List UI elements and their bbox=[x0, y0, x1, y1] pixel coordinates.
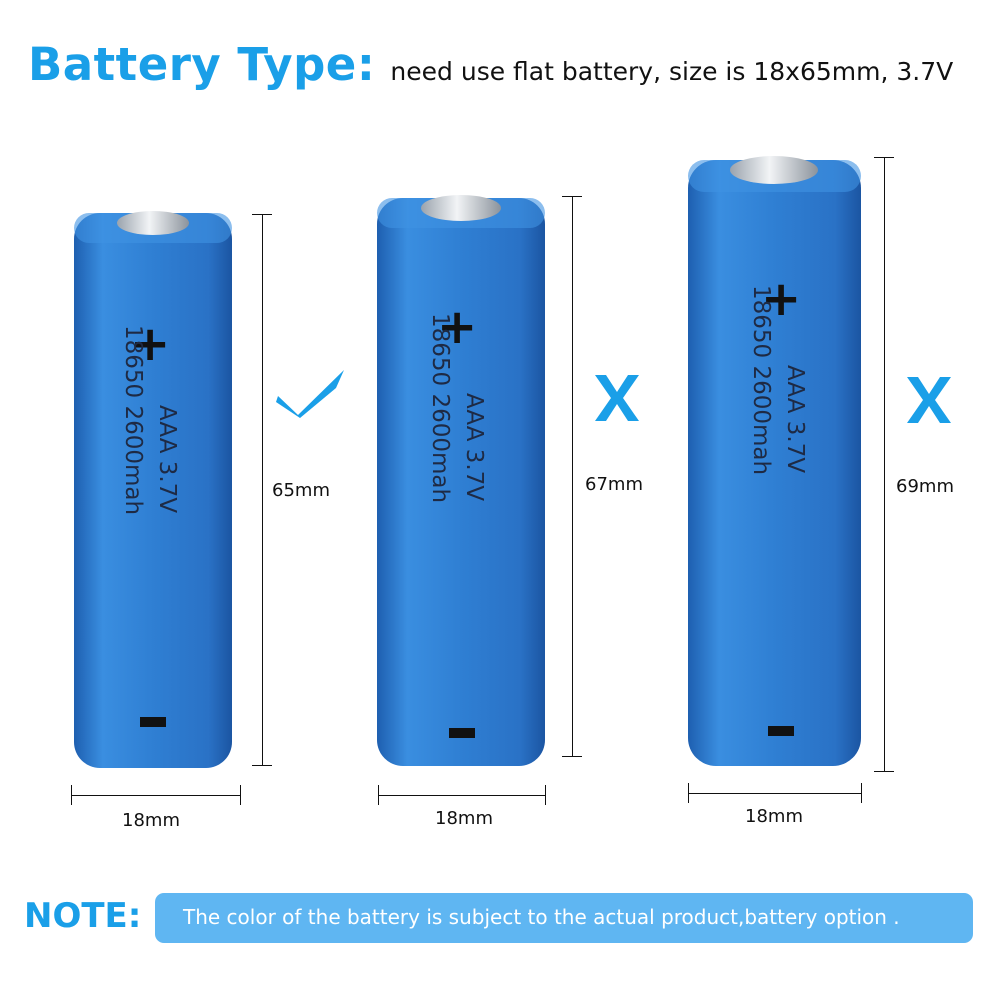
battery-65mm: + AAA 3.7V 18650 2600mah bbox=[72, 205, 234, 770]
width-label-1: 18mm bbox=[122, 810, 180, 831]
positive-terminal bbox=[421, 195, 501, 221]
battery-label-line1: AAA 3.7V bbox=[782, 365, 808, 473]
length-dimension-2 bbox=[562, 196, 582, 757]
note-text: The color of the battery is subject to t… bbox=[183, 905, 900, 929]
battery-label-line1: AAA 3.7V bbox=[461, 393, 487, 501]
battery-label-line1: AAA 3.7V bbox=[154, 405, 180, 513]
width-dimension-2 bbox=[378, 785, 546, 805]
positive-terminal bbox=[117, 211, 189, 235]
positive-sign: + bbox=[437, 299, 477, 355]
width-dimension-1 bbox=[71, 785, 241, 805]
battery-label-line2: 18650 2600mah bbox=[748, 285, 774, 475]
header-title: Battery Type: bbox=[28, 38, 376, 91]
length-dimension-3 bbox=[874, 157, 894, 772]
note-banner: The color of the battery is subject to t… bbox=[155, 893, 973, 943]
battery-67mm: + AAA 3.7V 18650 2600mah bbox=[375, 188, 547, 768]
battery-label-line2: 18650 2600mah bbox=[427, 313, 453, 503]
cross-icon bbox=[904, 374, 954, 426]
header-description: need use flat battery, size is 18x65mm, … bbox=[390, 57, 954, 86]
battery-69mm: + AAA 3.7V 18650 2600mah bbox=[686, 150, 863, 768]
header: Battery Type: need use flat battery, siz… bbox=[28, 38, 953, 91]
positive-sign: + bbox=[130, 316, 170, 372]
length-label-3: 69mm bbox=[896, 476, 954, 497]
negative-sign bbox=[140, 717, 166, 727]
length-label-2: 67mm bbox=[585, 474, 643, 495]
negative-sign bbox=[768, 726, 794, 736]
negative-sign bbox=[449, 728, 475, 738]
checkmark-icon bbox=[276, 368, 346, 418]
cross-icon bbox=[592, 372, 642, 424]
battery-label-line2: 18650 2600mah bbox=[120, 325, 146, 515]
note-title: NOTE: bbox=[24, 896, 142, 936]
positive-sign: + bbox=[761, 271, 801, 327]
length-dimension-1 bbox=[252, 214, 272, 766]
width-label-3: 18mm bbox=[745, 806, 803, 827]
width-dimension-3 bbox=[688, 783, 862, 803]
length-label-1: 65mm bbox=[272, 480, 330, 501]
width-label-2: 18mm bbox=[435, 808, 493, 829]
positive-terminal bbox=[730, 156, 818, 184]
